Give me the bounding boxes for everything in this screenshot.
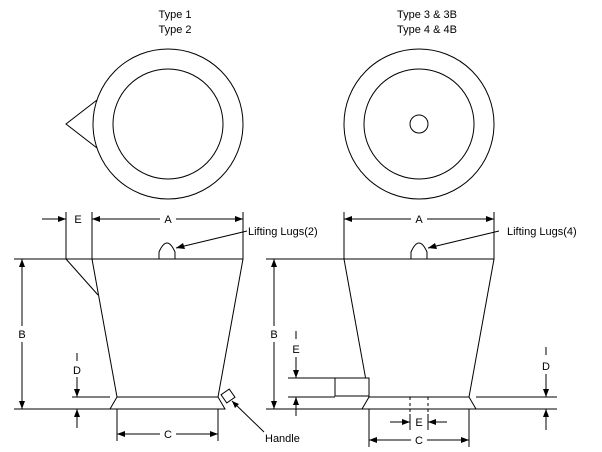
left-outer-rim [92,48,244,200]
left-top-view [65,48,244,200]
left-side-view: E A Lifting Lugs(2) B D C [14,212,318,445]
left-dim-e-arrow [58,216,66,222]
right-lugs-leader [427,230,500,249]
handle-leader-arrow [232,401,239,408]
left-spout-slope [65,258,99,296]
right-dim-e-arrow-bottom [293,397,299,405]
right-dim-d-label: D [542,361,550,373]
right-dim-a-arrow-right [486,216,494,222]
right-side-nozzle [334,377,370,397]
right-lifting-lug [410,242,428,260]
left-lugs-leader-arrow [176,243,185,249]
left-dim-d-arrow-bottom [74,409,80,417]
left-dim-e-label: E [74,214,81,226]
right-dim-e-arrow-top [293,370,299,378]
left-dim-b-arrow-top [19,259,25,267]
right-body-left-wall [343,258,370,398]
right-dim-c-arrow-left [369,437,377,443]
right-dim-d-arrow-top [543,389,549,397]
left-dim-a-arrow-left [92,216,100,222]
left-dim-a-label: A [164,214,172,226]
right-dim-e-bottom-arrow-left [402,419,410,425]
left-pour-spout [65,99,98,149]
right-dim-e-bottom-arrow-right [428,419,436,425]
right-dim-a-label: A [415,214,423,226]
left-dim-c-arrow-right [210,431,218,437]
left-base-left-lip [109,396,118,410]
right-outer-rim [343,48,495,200]
right-lugs-label: Lifting Lugs(4) [507,226,577,238]
right-dim-b-arrow-bottom [271,401,277,409]
left-lugs-label: Lifting Lugs(2) [248,226,318,238]
left-body-right-wall [217,258,244,398]
left-dim-d-label: D [73,365,81,377]
right-dim-b-arrow-top [271,259,277,267]
handle-label: Handle [265,433,300,445]
left-base-right-lip [217,396,226,410]
right-base-left-lip [361,396,370,410]
right-base-right-lip [468,396,477,410]
right-title-line2: Type 4 & 4B [397,24,457,36]
right-top-view [343,48,495,200]
right-dim-c-label: C [415,435,423,447]
handle-leader [231,400,265,433]
left-dim-c-label: C [164,429,172,441]
right-inner-rim [363,68,475,180]
right-title-line1: Type 3 & 3B [397,9,457,21]
left-lugs-leader [175,230,248,249]
right-dim-e-bottom-label: E [415,417,422,429]
left-title-line1: Type 1 [158,9,191,21]
left-inner-rim [112,68,224,180]
left-dim-d-arrow-top [74,389,80,397]
left-dim-c-arrow-left [117,431,125,437]
right-dim-e-label: E [292,344,299,356]
left-dim-b-label: B [18,329,25,341]
right-side-view: A Lifting Lugs(4) B E D [266,212,577,447]
left-dim-b-arrow-bottom [19,401,25,409]
right-dim-a-arrow-left [344,216,352,222]
left-title-line2: Type 2 [158,24,191,36]
right-dim-d-arrow-bottom [543,409,549,417]
right-lugs-leader-arrow [428,243,437,249]
right-dim-c-arrow-right [461,437,469,443]
right-body-right-wall [468,258,495,398]
right-center-nozzle [409,114,429,134]
left-dim-a-arrow-right [235,216,243,222]
left-lifting-lug [158,242,176,260]
left-body-left-wall [91,258,118,398]
handle [220,388,236,404]
right-dim-b-label: B [270,329,277,341]
